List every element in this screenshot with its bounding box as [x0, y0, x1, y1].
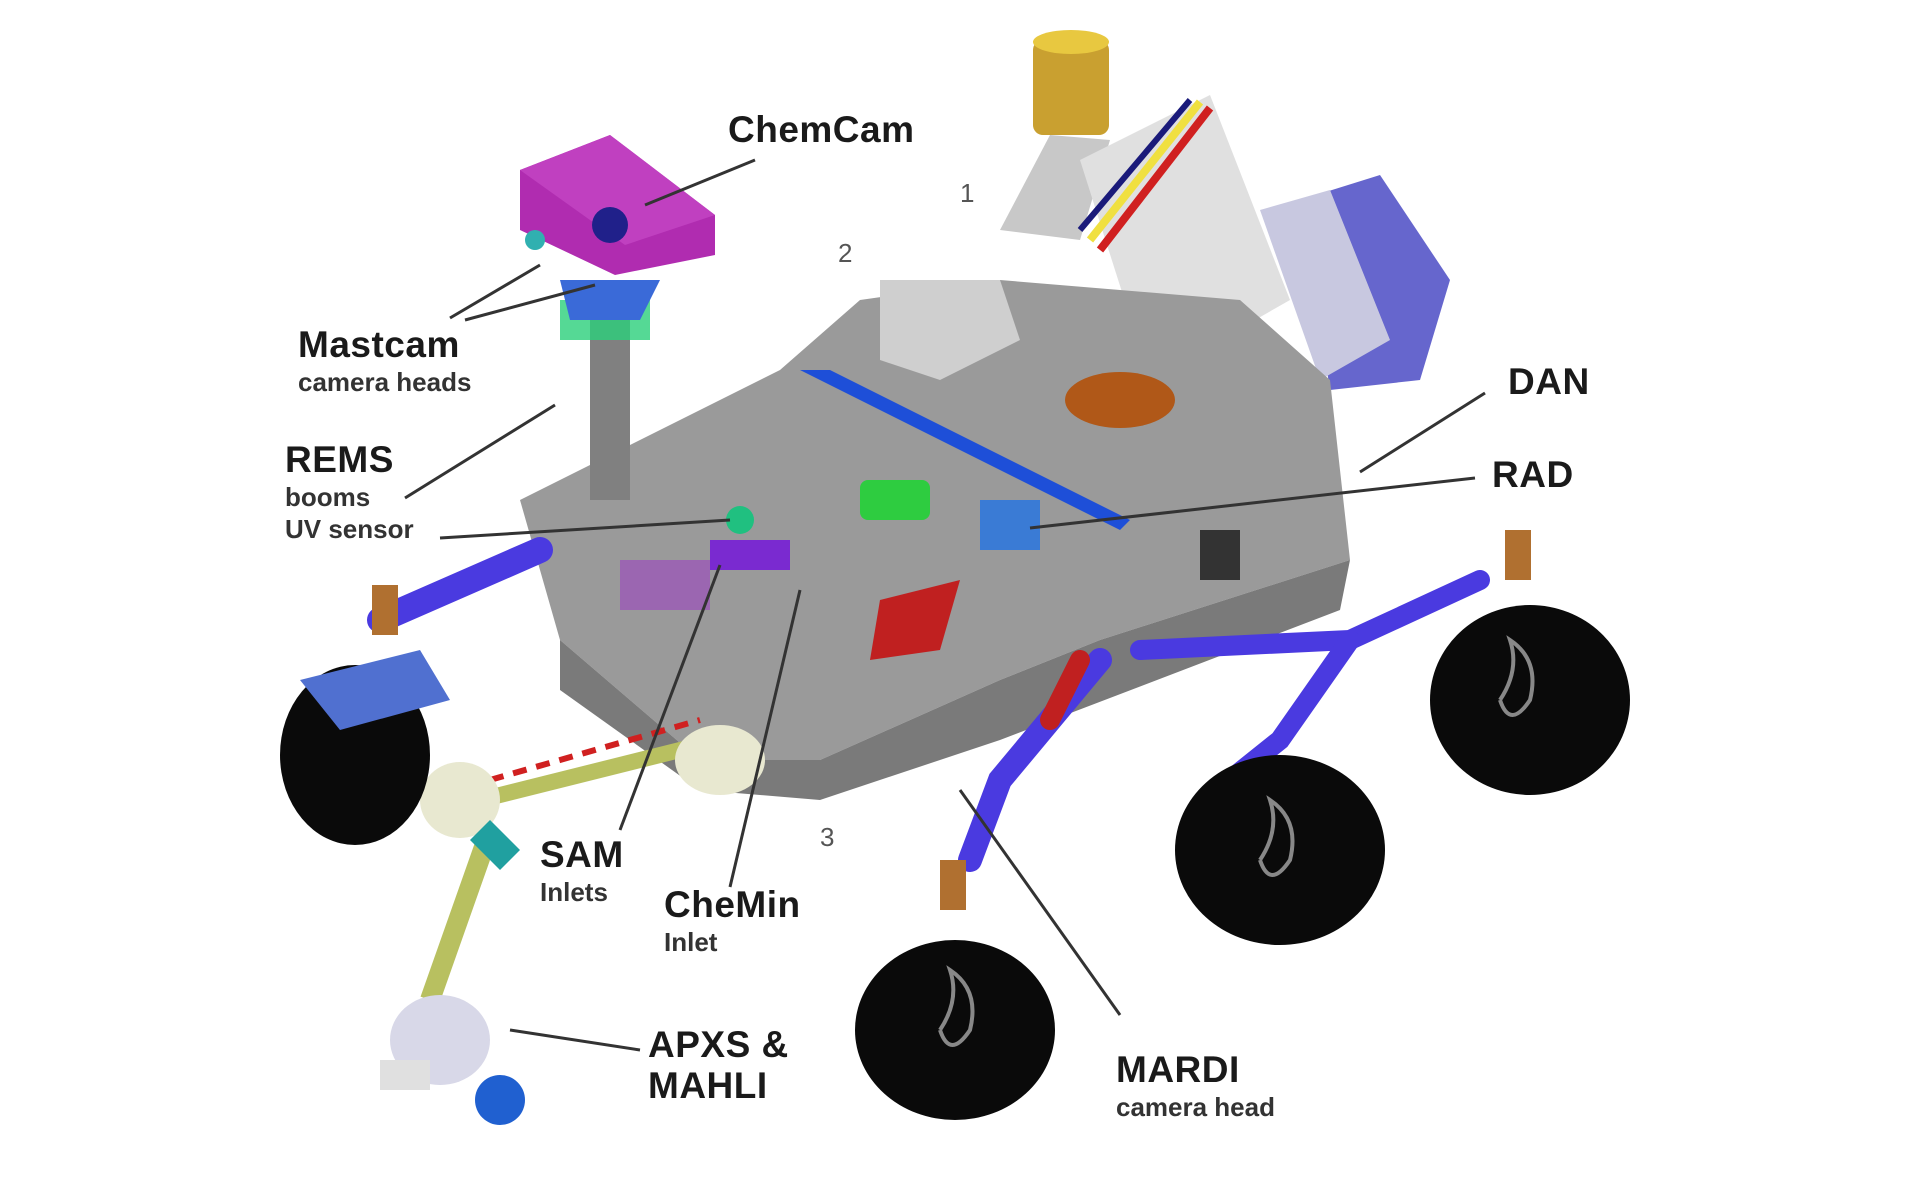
leader-lines — [404, 158, 1486, 1052]
label-dan: DAN — [1508, 361, 1590, 403]
label-subtitle: Inlets — [540, 876, 608, 907]
rover-deck — [520, 280, 1350, 800]
marker-1: 1 — [960, 178, 975, 208]
label-apxs-mahli: APXS & MAHLI — [648, 1024, 789, 1106]
robotic-arm — [380, 717, 765, 1125]
label-title: SAM — [540, 834, 624, 875]
label-rad: RAD — [1492, 454, 1574, 496]
label-title: REMS — [285, 439, 394, 480]
label-title: DAN — [1508, 361, 1590, 402]
label-subtitle: booms — [285, 481, 371, 512]
label-sam: SAM Inlets — [540, 834, 624, 908]
rtg-canister — [1000, 30, 1110, 240]
label-subtitle-2: UV sensor — [285, 514, 414, 545]
label-subtitle: Inlet — [664, 926, 718, 957]
label-title: Mastcam — [298, 324, 460, 365]
marker-3: 3 — [820, 822, 835, 852]
blue-boom — [800, 370, 1130, 530]
remote-sensing-mast — [520, 135, 715, 500]
label-chemcam: ChemCam — [728, 109, 915, 151]
wheel-middle-right — [1175, 755, 1385, 945]
label-title: APXS & — [648, 1024, 789, 1065]
label-title-2: MAHLI — [648, 1064, 768, 1106]
label-subtitle: camera head — [1116, 1091, 1275, 1122]
label-title: ChemCam — [728, 109, 915, 150]
label-title: CheMin — [664, 884, 801, 925]
wheels — [280, 530, 1630, 1120]
label-mardi: MARDI camera head — [1116, 1049, 1275, 1123]
label-subtitle: camera heads — [298, 366, 472, 397]
label-title: MARDI — [1116, 1049, 1240, 1090]
deck-instruments — [620, 480, 1040, 660]
label-chemin: CheMin Inlet — [664, 884, 801, 958]
wheel-front-right — [855, 940, 1055, 1120]
label-title: RAD — [1492, 454, 1574, 495]
label-mastcam: Mastcam camera heads — [298, 324, 472, 398]
label-rems: REMS booms UV sensor — [285, 439, 414, 546]
marker-2: 2 — [838, 238, 853, 268]
